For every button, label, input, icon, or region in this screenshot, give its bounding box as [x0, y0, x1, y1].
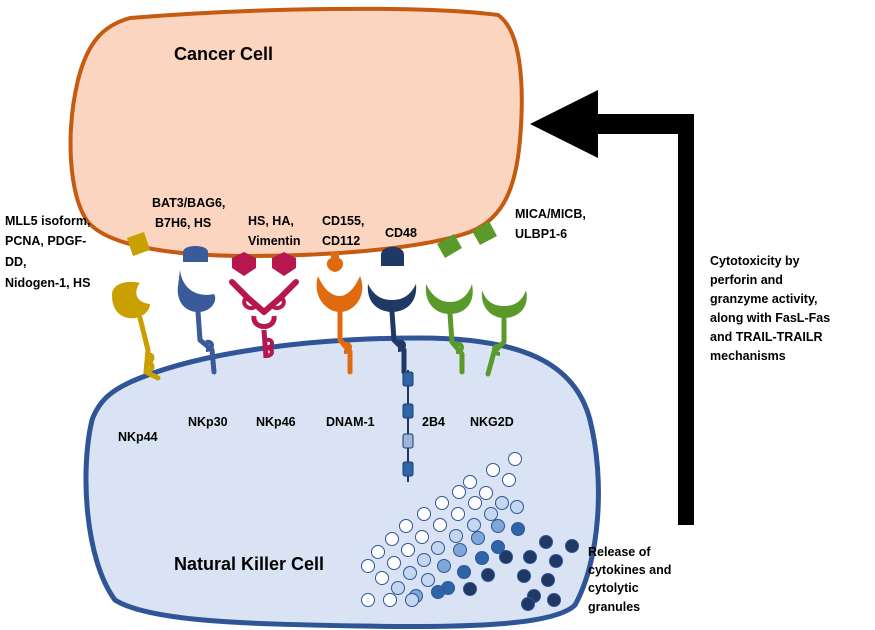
granule-44 — [383, 593, 397, 607]
granule-27 — [401, 543, 415, 557]
ligand-labels: MLL5 isoform, PCNA, PDGF- DD, Nidogen-1,… — [5, 196, 589, 290]
ligand-shapes — [127, 221, 497, 276]
ligand-label-cd48: CD48 — [385, 226, 417, 240]
nk-cell: Natural Killer Cell — [83, 335, 601, 630]
granule-50 — [517, 569, 531, 583]
granule-29 — [437, 559, 451, 573]
receptor-nkg2d — [425, 284, 527, 377]
nk-cell-membrane — [83, 335, 601, 630]
granule-51 — [541, 573, 555, 587]
receptor-nkp44 — [112, 281, 161, 381]
receptor-nkp30 — [177, 270, 217, 375]
granule-0 — [508, 452, 522, 466]
granule-32 — [371, 545, 385, 559]
receptor-labels: NKp44 NKp30 NKp46 DNAM-1 2B4 NKG2D — [118, 415, 514, 444]
granule-8 — [484, 507, 498, 521]
ligand-hs-2 — [272, 252, 296, 276]
granule-37 — [463, 582, 477, 596]
granule-16 — [433, 518, 447, 532]
granule-26 — [385, 532, 399, 546]
granule-54 — [521, 597, 535, 611]
granule-49 — [549, 554, 563, 568]
granule-25 — [499, 550, 513, 564]
receptor-nkp46 — [229, 279, 299, 359]
granule-release-note: Release of cytokines and cytolytic granu… — [588, 545, 675, 614]
receptor-label-nkp30: NKp30 — [188, 415, 228, 429]
ligand-label-bat3: BAT3/BAG6, B7H6, HS — [152, 196, 229, 230]
receptors — [112, 270, 527, 482]
cytotoxicity-arrow — [530, 90, 694, 525]
granule-20 — [399, 519, 413, 533]
granule-5 — [495, 496, 509, 510]
granule-6 — [452, 485, 466, 499]
granule-17 — [449, 529, 463, 543]
granule-4 — [479, 486, 493, 500]
granule-34 — [403, 566, 417, 580]
ligand-label-mica: MICA/MICB, ULBP1-6 — [515, 207, 589, 241]
granule-14 — [511, 522, 525, 536]
granule-12 — [467, 518, 481, 532]
receptor-label-dnam1: DNAM-1 — [326, 415, 375, 429]
granule-1 — [486, 463, 500, 477]
receptor-label-2b4: 2B4 — [422, 415, 445, 429]
granule-38 — [361, 559, 375, 573]
granule-30 — [457, 565, 471, 579]
granule-13 — [491, 519, 505, 533]
granule-9 — [510, 500, 524, 514]
ligand-mll5 — [127, 232, 150, 256]
granule-35 — [421, 573, 435, 587]
granule-11 — [451, 507, 465, 521]
granule-47 — [565, 539, 579, 553]
granule-19 — [491, 540, 505, 554]
granule-21 — [415, 530, 429, 544]
ligand-label-hs: HS, HA, Vimentin — [248, 214, 301, 248]
granule-45 — [405, 593, 419, 607]
granule-28 — [417, 553, 431, 567]
receptor-label-nkp46: NKp46 — [256, 415, 296, 429]
ligand-label-cd155: CD155, CD112 — [322, 214, 368, 248]
granule-7 — [468, 496, 482, 510]
granule-15 — [417, 507, 431, 521]
ligand-bat3 — [183, 246, 208, 262]
granule-46 — [539, 535, 553, 549]
granules — [361, 452, 579, 611]
granule-3 — [463, 475, 477, 489]
granule-10 — [435, 496, 449, 510]
cancer-cell-label: Cancer Cell — [174, 44, 273, 64]
granule-53 — [547, 593, 561, 607]
granule-42 — [431, 585, 445, 599]
receptor-2b4 — [367, 284, 417, 482]
itsm-box-2 — [402, 403, 414, 419]
cancer-cell-membrane — [68, 6, 524, 259]
granule-33 — [387, 556, 401, 570]
itsm-box-3 — [402, 433, 414, 449]
ligand-cd48 — [381, 246, 404, 266]
ligand-hs-1 — [232, 252, 256, 276]
ligand-mica-1 — [437, 234, 462, 258]
granule-39 — [375, 571, 389, 585]
ligand-label-mll5: MLL5 isoform, PCNA, PDGF- DD, Nidogen-1,… — [5, 214, 94, 290]
granule-43 — [361, 593, 375, 607]
itsm-box-4 — [402, 461, 414, 477]
cytotoxicity-note: Cytotoxicity by perforin and granzyme ac… — [710, 254, 834, 363]
ligand-cd155 — [326, 252, 344, 272]
granule-24 — [475, 551, 489, 565]
itsm-box-1 — [402, 371, 414, 387]
receptor-label-nkg2d: NKG2D — [470, 415, 514, 429]
nk-cell-label: Natural Killer Cell — [174, 554, 324, 574]
granule-40 — [391, 581, 405, 595]
receptor-label-nkp44: NKp44 — [118, 430, 158, 444]
cancer-cell: Cancer Cell — [68, 6, 524, 259]
receptor-dnam1 — [316, 276, 363, 375]
granule-18 — [471, 531, 485, 545]
granule-48 — [523, 550, 537, 564]
granule-31 — [481, 568, 495, 582]
ligand-mica-2 — [472, 221, 497, 245]
granule-2 — [502, 473, 516, 487]
granule-22 — [431, 541, 445, 555]
granule-23 — [453, 543, 467, 557]
